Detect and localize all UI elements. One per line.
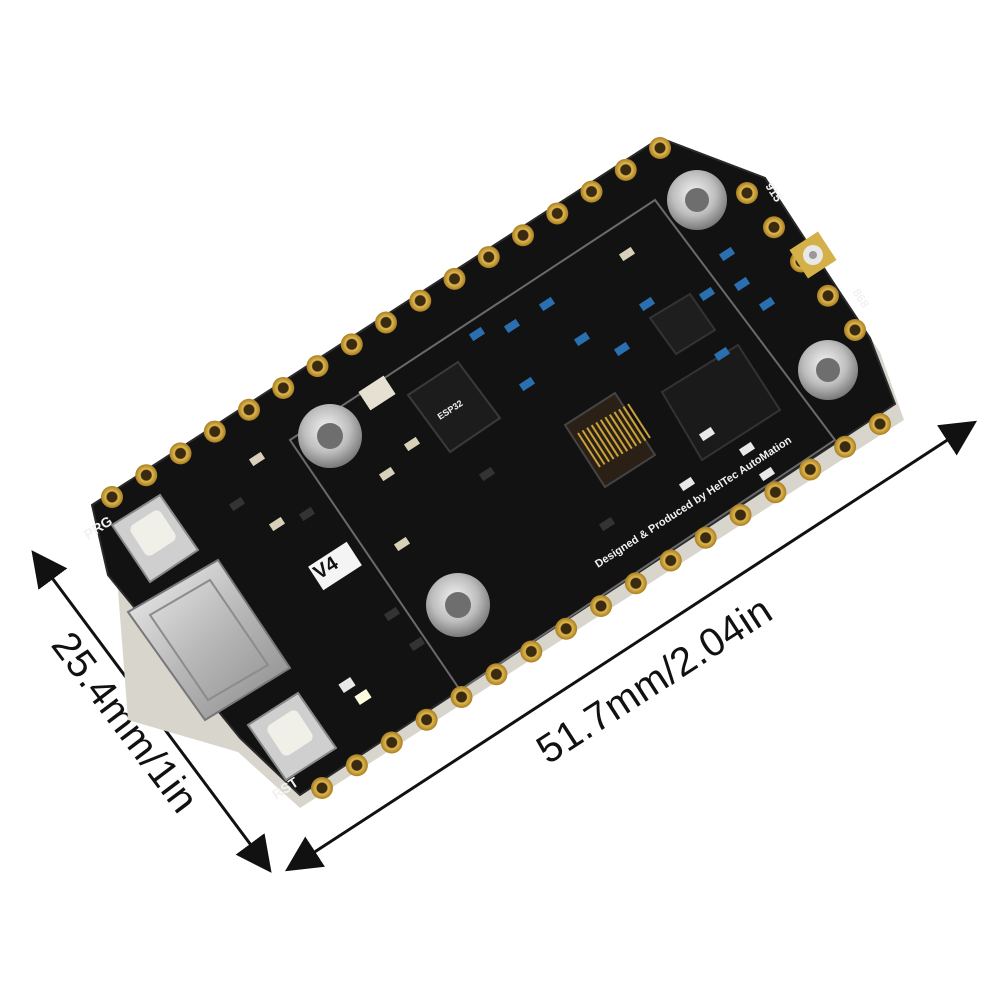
header-pad — [101, 486, 123, 508]
smd-part — [698, 286, 716, 302]
fpc-pin — [590, 424, 615, 460]
display-connector — [563, 391, 657, 489]
smd-part — [613, 341, 631, 357]
standoff-2 — [426, 573, 490, 637]
header-pad — [869, 413, 891, 435]
length-arrow — [284, 420, 978, 872]
smd-part — [733, 276, 751, 292]
header-pad — [736, 182, 758, 204]
standoff-1 — [298, 404, 362, 468]
smd-part — [468, 326, 486, 342]
header-pins-top — [101, 137, 671, 508]
lora-chip — [660, 343, 782, 462]
header-pad — [659, 549, 682, 572]
smd-components — [228, 246, 776, 652]
header-pad — [729, 504, 752, 526]
smd-part — [393, 536, 411, 552]
header-pad — [450, 686, 473, 708]
smd-part — [383, 606, 401, 622]
fpc-pin — [608, 414, 633, 450]
rst-button[interactable] — [246, 691, 338, 782]
smd-part — [503, 318, 521, 334]
fpc-pin — [599, 419, 624, 455]
header-pad — [834, 435, 857, 458]
header-pad — [614, 158, 637, 181]
smd-part — [758, 296, 776, 312]
usb-c-port[interactable] — [126, 558, 292, 722]
header-pins-bottom — [311, 413, 891, 799]
header-pad — [443, 267, 466, 290]
smd-part — [573, 331, 591, 347]
header-pad — [311, 777, 333, 799]
fpc-pin — [618, 408, 642, 444]
smd-part — [758, 466, 776, 482]
smd-part — [268, 516, 286, 532]
header-pad — [203, 420, 226, 443]
fpc-pin — [613, 411, 638, 447]
header-pad — [844, 319, 866, 341]
standoff-3 — [667, 170, 727, 230]
mcu-chip: ESP32 — [406, 360, 502, 454]
header-pad — [590, 595, 612, 617]
header-pad — [272, 376, 295, 399]
header-pad — [477, 246, 500, 269]
smd-part — [378, 466, 396, 482]
header-pad — [512, 224, 534, 247]
header-pad — [580, 180, 603, 203]
smd-part — [403, 436, 421, 452]
silkscreen-outline — [288, 198, 837, 692]
fpc-pin — [604, 416, 629, 452]
smd-part — [298, 506, 316, 522]
smd-part — [478, 466, 496, 482]
smd-part — [713, 346, 731, 362]
smd-part — [638, 296, 656, 312]
smd-part — [408, 636, 426, 652]
header-pad — [799, 458, 822, 481]
fpc-pin — [577, 432, 601, 468]
header-pad — [306, 355, 329, 378]
header-pad — [340, 333, 363, 356]
header-pad — [694, 526, 717, 549]
header-pad — [520, 640, 543, 663]
header-pad — [546, 202, 569, 225]
smd-part — [698, 426, 716, 442]
smd-part — [248, 451, 266, 467]
smd-part — [678, 476, 696, 492]
header-pad — [345, 754, 368, 777]
header-pad — [817, 284, 839, 307]
smd-part — [738, 441, 756, 457]
header-pad — [135, 464, 158, 487]
header-pad — [649, 137, 671, 159]
header-pad — [409, 289, 432, 312]
fpc-pin — [595, 421, 620, 457]
fpc-pin — [622, 406, 647, 442]
header-pad — [375, 311, 397, 334]
header-pad — [238, 398, 260, 421]
header-pad — [415, 708, 438, 731]
freq-label-868: 868 — [849, 286, 872, 311]
smd-part — [538, 296, 556, 312]
rf-chip — [648, 292, 717, 356]
smd-part — [598, 516, 616, 532]
header-pad — [169, 442, 192, 465]
fpc-pin — [586, 427, 610, 463]
prg-button[interactable] — [110, 493, 200, 584]
header-pad — [763, 216, 785, 239]
smd-part — [618, 246, 636, 262]
crystal-oscillator — [358, 375, 396, 411]
header-pad — [624, 572, 647, 595]
standoff-4 — [798, 340, 858, 400]
header-pad — [764, 481, 787, 504]
antenna-connector — [789, 231, 837, 279]
smd-part — [228, 496, 246, 512]
fpc-pin — [581, 429, 606, 465]
header-pad — [380, 731, 403, 754]
header-pad — [555, 617, 578, 640]
status-leds — [338, 676, 372, 706]
header-pad — [485, 663, 508, 686]
smd-part — [518, 376, 536, 392]
fpc-pin — [627, 403, 651, 439]
smd-part — [718, 246, 736, 262]
